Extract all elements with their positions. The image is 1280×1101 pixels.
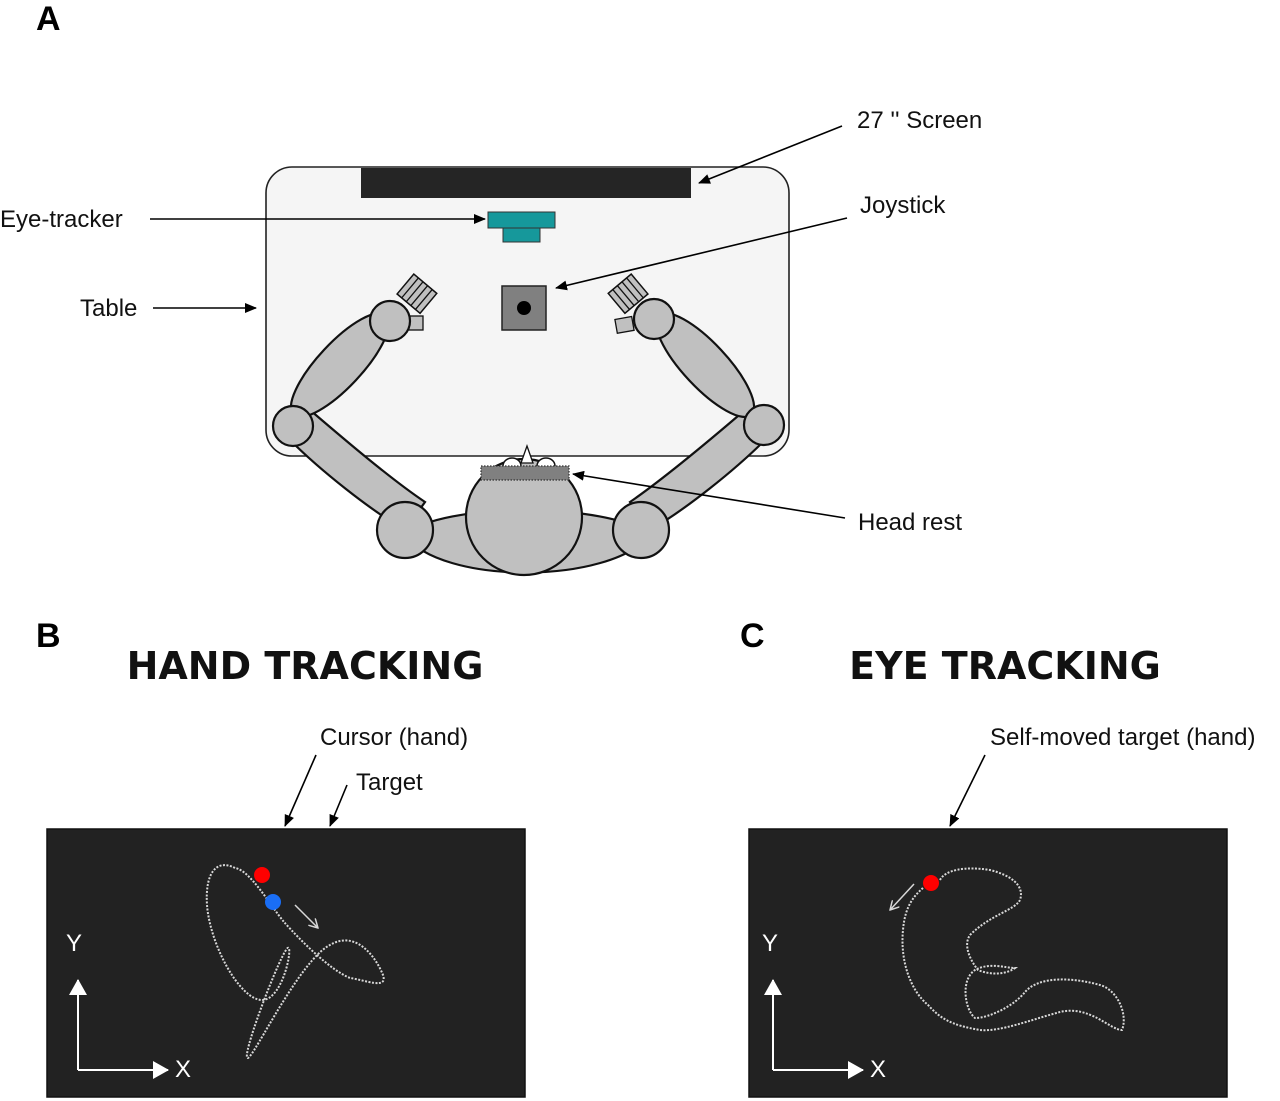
label-screen: 27 '' Screen: [857, 107, 982, 134]
label-joystick: Joystick: [860, 192, 946, 219]
left-shoulder: [375, 500, 435, 560]
right-wrist: [632, 297, 676, 341]
arrow-head-rest: [572, 470, 846, 519]
x-axis-label-b: X: [175, 1056, 191, 1083]
panel-letter-b: B: [36, 617, 61, 655]
axes-c: Y X: [762, 930, 886, 1083]
screen: [361, 168, 691, 198]
label-target-b: Target: [356, 769, 423, 796]
arrow-cursor: [284, 754, 317, 827]
label-eye-tracker: Eye-tracker: [0, 206, 123, 233]
eye-tracker-icon: [487, 211, 556, 243]
joystick-icon: [501, 285, 547, 331]
left-hand-fingers: [396, 273, 438, 315]
right-shoulder: [611, 500, 671, 560]
hand-tracking-display: [46, 828, 526, 1098]
cursor-dot: [265, 894, 281, 910]
arrow-screen: [698, 125, 843, 184]
panel-b: B HAND TRACKING Cursor (hand) Target Y X: [36, 617, 526, 1098]
eye-trajectory: [901, 867, 1125, 1032]
right-upper-arm: [628, 408, 767, 532]
panel-a: A: [0, 0, 982, 577]
right-hand-fingers: [607, 273, 649, 315]
right-elbow: [742, 403, 786, 447]
y-axis-label-b: Y: [66, 930, 82, 957]
panel-c: C EYE TRACKING Self-moved target (hand) …: [740, 617, 1255, 1098]
label-head-rest: Head rest: [858, 509, 962, 536]
target-dot-c: [923, 875, 939, 891]
right-thumb: [614, 315, 635, 335]
arrow-joystick: [555, 217, 848, 291]
panel-letter-a: A: [36, 0, 61, 38]
left-upper-arm: [288, 408, 427, 532]
label-table: Table: [80, 295, 137, 322]
x-axis-label-c: X: [870, 1056, 886, 1083]
arrow-target-b: [329, 784, 348, 827]
direction-arrow-c: [890, 883, 915, 910]
left-wrist: [368, 299, 412, 343]
panel-letter-c: C: [740, 617, 765, 655]
left-elbow: [271, 404, 315, 448]
direction-arrow-b: [294, 904, 318, 928]
arrow-self-moved-target: [949, 754, 986, 827]
y-axis-label-c: Y: [762, 930, 778, 957]
person-figure: [271, 273, 786, 577]
axes-b: Y X: [66, 930, 191, 1083]
hand-trajectory: [205, 864, 385, 1060]
eye-tracking-display: [748, 828, 1228, 1098]
head-top-features: [502, 444, 556, 467]
label-self-moved-target: Self-moved target (hand): [990, 724, 1255, 751]
head-rest: [480, 465, 570, 481]
target-dot-b: [254, 867, 270, 883]
panel-title-c: EYE TRACKING: [849, 644, 1161, 688]
label-cursor: Cursor (hand): [320, 724, 468, 751]
panel-title-b: HAND TRACKING: [127, 644, 484, 688]
